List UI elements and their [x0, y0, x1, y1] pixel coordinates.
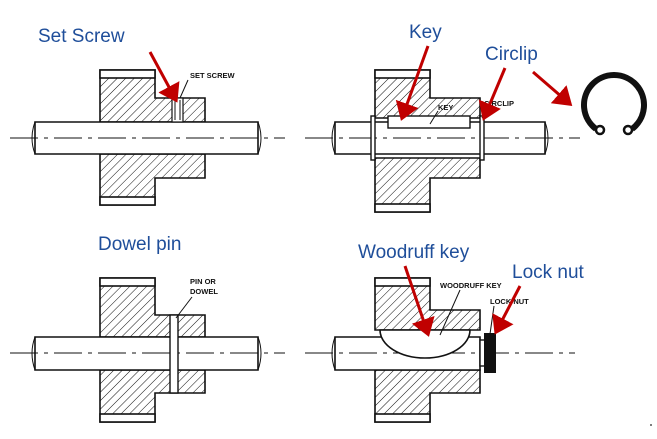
label-woodruff-key: Woodruff key [358, 242, 470, 263]
label-circlip: Circlip [485, 44, 538, 65]
circlip-right [479, 115, 485, 161]
circlip-ring-icon [581, 72, 647, 136]
small-label-key: KEY [438, 103, 453, 112]
hub-rim-bottom [99, 196, 156, 206]
small-label-lock-nut: LOCK NUT [490, 297, 529, 306]
panel-key-circlip: KEY CIRCLIP Key Circlip [305, 22, 647, 213]
arrow-key [395, 45, 430, 121]
label-dowel-pin: Dowel pin [98, 234, 181, 255]
corner-dot [650, 424, 652, 426]
arrow-lock-nut [492, 285, 522, 335]
dowel-pin-part [169, 314, 179, 394]
arrow-circlip-to-ring [532, 70, 573, 106]
lock-nut-part [484, 333, 496, 373]
label-key: Key [409, 22, 442, 43]
label-set-screw: Set Screw [38, 26, 125, 47]
small-label-pin-or: PIN OR [190, 277, 216, 286]
woodruff-key-part [379, 329, 471, 359]
circlip-left [370, 115, 376, 161]
arrow-woodruff-key [403, 265, 435, 337]
panel-set-screw: SET SCREW Set Screw [10, 26, 285, 206]
arrow-set-screw [148, 51, 180, 103]
hub-rim-top [99, 69, 156, 79]
small-label-dowel: DOWEL [190, 287, 218, 296]
small-label-set-screw: SET SCREW [190, 71, 236, 80]
small-label-woodruff-key: WOODRUFF KEY [440, 281, 502, 290]
label-lock-nut: Lock nut [512, 262, 585, 283]
set-screw-part [171, 97, 184, 123]
key-part [387, 115, 471, 129]
panel-dowel-pin: PIN OR DOWEL Dowel pin [10, 234, 285, 423]
panel-woodruff-locknut: WOODRUFF KEY LOCK NUT Woodruff key Lock … [305, 242, 585, 423]
arrow-circlip-to-clip [478, 67, 507, 121]
